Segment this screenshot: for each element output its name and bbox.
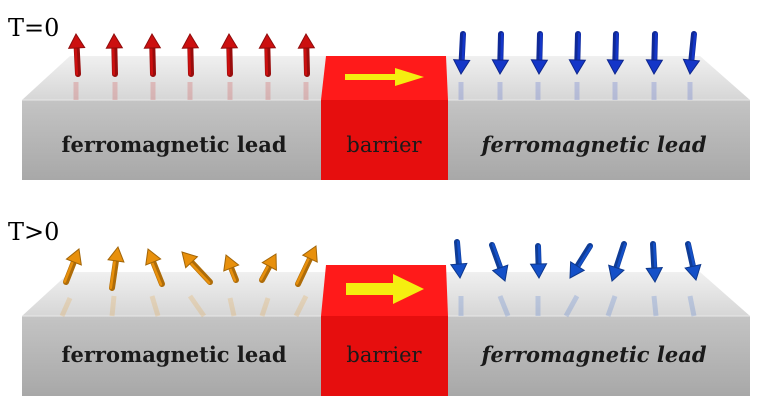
left-lead-label: ferromagnetic lead [61, 342, 286, 367]
spin-reflections [59, 294, 697, 318]
spin-fluctuating-arrow [181, 251, 213, 285]
spin-down-arrow [452, 31, 471, 76]
spin-down-arrow [568, 31, 587, 76]
barrier-front [321, 316, 448, 396]
spin-reflections [73, 82, 693, 100]
spin-fluctuating-arrow [259, 253, 277, 283]
spin-up-arrow [220, 32, 239, 77]
spin-fluctuating-arrow [684, 241, 702, 281]
temperature-label: T>0 [8, 218, 59, 246]
panel-t0: T=0 barrier ferromagnetic lead ferromagn… [8, 14, 750, 180]
spin-fluctuating-arrow [145, 248, 165, 287]
temperature-label: T=0 [8, 14, 59, 42]
spin-down-arrow [606, 31, 625, 76]
spin-fluctuating-arrow [608, 241, 627, 282]
spin-fluctuating-arrow [645, 241, 664, 284]
spin-arrows [67, 31, 701, 77]
spin-fluctuating-arrow [449, 239, 468, 280]
right-lead-label: ferromagnetic lead [479, 132, 706, 157]
spin-fluctuating-arrow [107, 246, 125, 291]
spin-up-arrow [297, 32, 316, 77]
barrier-label: barrier [346, 343, 422, 367]
spin-up-arrow [258, 32, 277, 77]
barrier: barrier [321, 56, 448, 180]
spin-up-arrow [181, 32, 200, 77]
spin-up-arrow [143, 32, 162, 77]
current-arrow [345, 68, 424, 86]
spin-down-arrow [491, 31, 510, 76]
spin-fluctuating-arrow [529, 243, 548, 280]
spin-fluctuating-arrow [63, 248, 82, 285]
spin-fluctuating-arrow [489, 242, 509, 282]
barrier: barrier [321, 265, 448, 396]
left-lead-label: ferromagnetic lead [61, 132, 286, 157]
panel-t-positive: T>0 barrier ferromagnetic lead ferromagn… [8, 218, 750, 396]
right-lead-label: ferromagnetic lead [479, 342, 706, 367]
spin-down-arrow [645, 31, 664, 76]
spin-fluctuating-arrow [295, 245, 318, 287]
spin-fluctuating-arrow [569, 243, 593, 279]
current-arrow [346, 274, 424, 304]
spin-up-arrow [67, 32, 86, 77]
barrier-label: barrier [346, 133, 422, 157]
spin-fluctuating-arrow [223, 254, 240, 283]
barrier-front [321, 100, 448, 180]
spin-down-arrow [682, 31, 701, 76]
spin-arrows [63, 239, 702, 291]
spin-down-arrow [530, 31, 549, 76]
spin-up-arrow [105, 32, 124, 77]
